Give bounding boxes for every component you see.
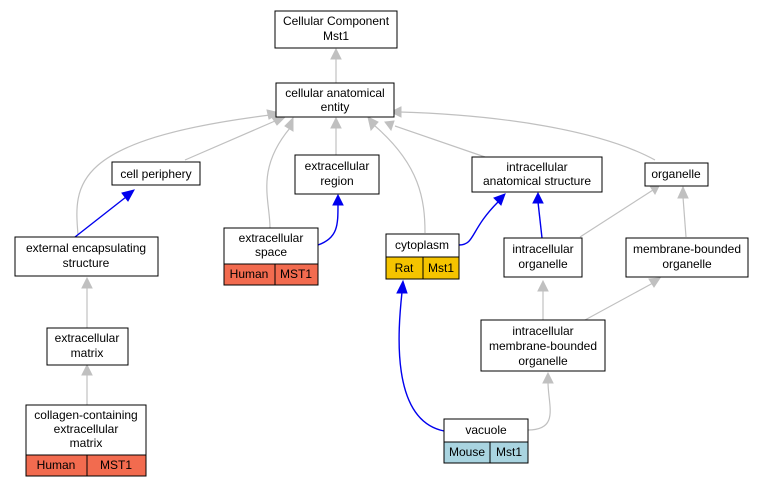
edge-imbo-to-mbo [584, 277, 661, 321]
svg-text:MST1: MST1 [100, 458, 132, 472]
svg-text:intracellular: intracellular [506, 160, 567, 174]
edge-collagen-to-ecmatrix [81, 363, 93, 405]
node-cell-periphery[interactable]: cell periphery [111, 161, 201, 186]
node-cellular-component-mst1[interactable]: Cellular Component Mst1 [274, 10, 398, 49]
svg-text:region: region [320, 174, 353, 188]
edge-ecstruct-part-of-periphery [74, 189, 135, 238]
edge-ecspace-to-cae [266, 116, 294, 229]
svg-text:organelle: organelle [518, 354, 568, 368]
node-extracellular-space[interactable]: extracellular space Human MST1 [223, 227, 319, 286]
edge-cytoplasm-part-of-ias [458, 193, 506, 246]
node-cytoplasm[interactable]: cytoplasm Rat Mst1 [385, 233, 460, 280]
edge-ecspace-part-of-ecregion [317, 193, 344, 246]
edge-ias-to-cae [384, 120, 486, 158]
svg-text:intracellular: intracellular [512, 242, 573, 256]
svg-text:membrane-bounded: membrane-bounded [489, 339, 597, 353]
node-cellular-anatomical-entity[interactable]: cellular anatomical entity [275, 82, 395, 118]
node-intracellular-membrane-bounded-organelle[interactable]: intracellular membrane-bounded organelle [480, 319, 606, 372]
svg-text:entity: entity [321, 100, 350, 114]
svg-text:Mst1: Mst1 [496, 445, 522, 459]
svg-text:structure: structure [63, 256, 110, 270]
svg-text:space: space [255, 245, 287, 259]
svg-text:Rat: Rat [395, 261, 414, 275]
node-external-encapsulating-structure[interactable]: external encapsulating structure [14, 236, 159, 277]
svg-text:collagen-containing: collagen-containing [34, 408, 137, 422]
svg-text:extracellular: extracellular [305, 159, 370, 173]
edge-vacuole-part-of-cytoplasm [396, 279, 445, 432]
svg-text:extracellular: extracellular [239, 231, 304, 245]
svg-text:Cellular Component: Cellular Component [283, 14, 390, 28]
svg-text:cytoplasm: cytoplasm [395, 238, 449, 252]
gene-tag-mst1: Mst1 [489, 441, 529, 464]
gene-tag-swatch [86, 454, 147, 477]
edge-cytoplasm-to-cae [367, 116, 426, 234]
svg-text:organelle: organelle [651, 167, 701, 181]
svg-text:external encapsulating: external encapsulating [26, 241, 146, 255]
node-collagen-containing-extracellular-matrix[interactable]: collagen-containing extracellular matrix… [25, 404, 147, 477]
svg-text:organelle: organelle [518, 257, 568, 271]
edge-organelle-to-cae [389, 106, 656, 161]
node-extracellular-matrix[interactable]: extracellular matrix [46, 327, 129, 366]
gene-tag-mst1: MST1 [274, 263, 319, 286]
gene-tag-mst1: MST1 [86, 454, 147, 477]
edge-mbo-to-organelle [677, 185, 689, 238]
node-intracellular-anatomical-structure[interactable]: intracellular anatomical structure [471, 156, 603, 193]
gene-tag-swatch [422, 256, 460, 280]
svg-text:intracellular: intracellular [512, 324, 573, 338]
node-vacuole[interactable]: vacuole Mouse Mst1 [443, 418, 529, 464]
gene-tag-swatch [274, 263, 319, 286]
node-intracellular-organelle[interactable]: intracellular organelle [503, 237, 583, 278]
edge-cae-to-root [330, 47, 342, 83]
svg-text:Human: Human [37, 458, 76, 472]
node-membrane-bounded-organelle[interactable]: membrane-bounded organelle [625, 237, 749, 278]
svg-text:organelle: organelle [662, 257, 712, 271]
svg-text:Mst1: Mst1 [323, 29, 349, 43]
svg-text:extracellular: extracellular [54, 422, 119, 436]
svg-text:matrix: matrix [70, 436, 103, 450]
gene-tag-mst1: Mst1 [422, 256, 460, 280]
node-extracellular-region[interactable]: extracellular region [294, 154, 380, 195]
node-organelle[interactable]: organelle [644, 162, 709, 187]
edge-vacuole-to-imbo [527, 371, 554, 431]
gene-tag-swatch [489, 441, 529, 464]
svg-text:cellular anatomical: cellular anatomical [285, 86, 384, 100]
svg-text:vacuole: vacuole [465, 423, 507, 437]
edge-ecmatrix-to-ecstruct [81, 276, 93, 328]
edge-imbo-to-intorg [537, 279, 549, 320]
species-tag-rat: Rat [385, 256, 424, 280]
svg-text:Mst1: Mst1 [428, 261, 454, 275]
svg-text:anatomical structure: anatomical structure [483, 174, 591, 188]
svg-text:MST1: MST1 [280, 267, 312, 281]
species-tag-human: Human [25, 454, 88, 477]
edge-periphery-to-cae [184, 115, 287, 161]
svg-text:extracellular: extracellular [55, 331, 120, 345]
species-tag-human: Human [223, 263, 276, 286]
svg-text:matrix: matrix [71, 346, 104, 360]
svg-text:Human: Human [230, 267, 269, 281]
svg-text:Mouse: Mouse [449, 445, 485, 459]
edge-ecregion-to-cae [330, 116, 342, 155]
svg-text:membrane-bounded: membrane-bounded [633, 242, 741, 256]
svg-text:cell periphery: cell periphery [120, 167, 191, 181]
edge-intorg-part-of-ias [532, 191, 544, 239]
species-tag-mouse: Mouse [443, 441, 491, 464]
